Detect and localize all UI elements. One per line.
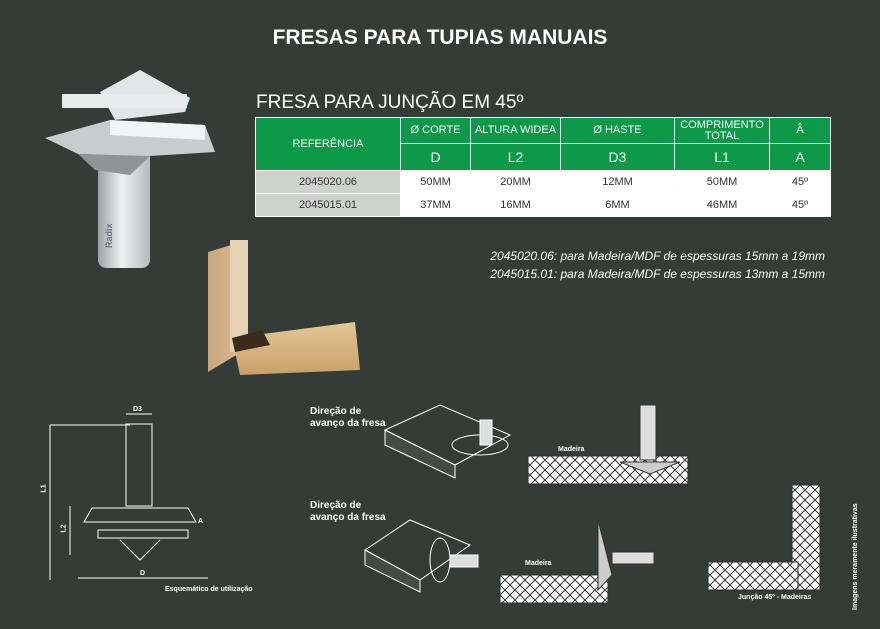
brand-mark: Radix <box>104 223 114 248</box>
header-referencia: REFERÊNCIA <box>255 117 401 171</box>
header-comprimento: COMPRIMENTO TOTAL <box>674 117 770 144</box>
subheader-l2: L2 <box>470 143 561 171</box>
cell-l1: 46MM <box>674 193 770 217</box>
cell-l2: 16MM <box>470 193 561 217</box>
cell-ref: 2045015.01 <box>255 193 401 217</box>
wood-label-2: Madeira <box>525 560 552 567</box>
cell-l2: 20MM <box>470 170 561 194</box>
table-row: 2045020.06 50MM 20MM 12MM 50MM 45º <box>255 170 831 194</box>
schematic-caption: Esquemático de utilização <box>165 586 253 593</box>
header-haste: Ø HASTE <box>560 117 675 144</box>
usage-section-2 <box>499 519 655 604</box>
subheader-a: A <box>769 143 831 171</box>
dim-l2-label: L2 <box>60 524 68 533</box>
header-corte: Ø CORTE <box>400 117 471 144</box>
wood-joint-image <box>208 240 360 375</box>
usage-note-1: 2045020.06: para Madeira/MDF de espessur… <box>490 249 825 263</box>
dim-a-label: A <box>198 518 204 525</box>
usage-note-2: 2045015.01: para Madeira/MDF de espessur… <box>490 267 825 281</box>
dim-d-label: D <box>140 570 146 577</box>
usage-schematic-1 <box>383 404 512 479</box>
usage-schematic-2 <box>364 519 479 593</box>
technical-drawing <box>49 413 208 580</box>
header-altura: ALTURA WIDEA <box>470 117 561 144</box>
subheader-d: D <box>400 143 471 171</box>
dim-l1-label: L1 <box>40 484 48 493</box>
cell-d: 50MM <box>400 170 471 194</box>
cell-l1: 50MM <box>674 170 770 194</box>
joint-section <box>707 484 821 591</box>
direction-label-2: Direção de avanço da fresa <box>310 500 386 523</box>
wood-label-1: Madeira <box>558 446 585 453</box>
page-title: FRESAS PARA TUPIAS MANUAIS <box>272 26 608 49</box>
spec-table: REFERÊNCIA Ø CORTE ALTURA WIDEA Ø HASTE … <box>255 117 831 217</box>
illustrative-note: Imagens meramente ilustrativas <box>852 503 859 610</box>
section-title: FRESA PARA JUNÇÃO EM 45º <box>256 92 524 113</box>
table-row: 2045015.01 37MM 16MM 6MM 46MM 45º <box>255 193 831 217</box>
cell-d3: 12MM <box>560 170 675 194</box>
subheader-d3: D3 <box>560 143 675 171</box>
direction-label-1: Direção de avanço da fresa <box>310 406 386 429</box>
header-angulo: Â <box>769 117 831 144</box>
cell-d3: 6MM <box>560 193 675 217</box>
cell-a: 45º <box>769 170 831 194</box>
joint-caption: Junção 45º - Madeiras <box>738 594 812 601</box>
router-bit-image: Radix <box>45 70 215 268</box>
cell-d: 37MM <box>400 193 471 217</box>
dim-d3-label: D3 <box>133 406 142 413</box>
usage-section-1 <box>527 404 689 485</box>
subheader-l1: L1 <box>674 143 770 171</box>
cell-a: 45º <box>769 193 831 217</box>
cell-ref: 2045020.06 <box>255 170 401 194</box>
